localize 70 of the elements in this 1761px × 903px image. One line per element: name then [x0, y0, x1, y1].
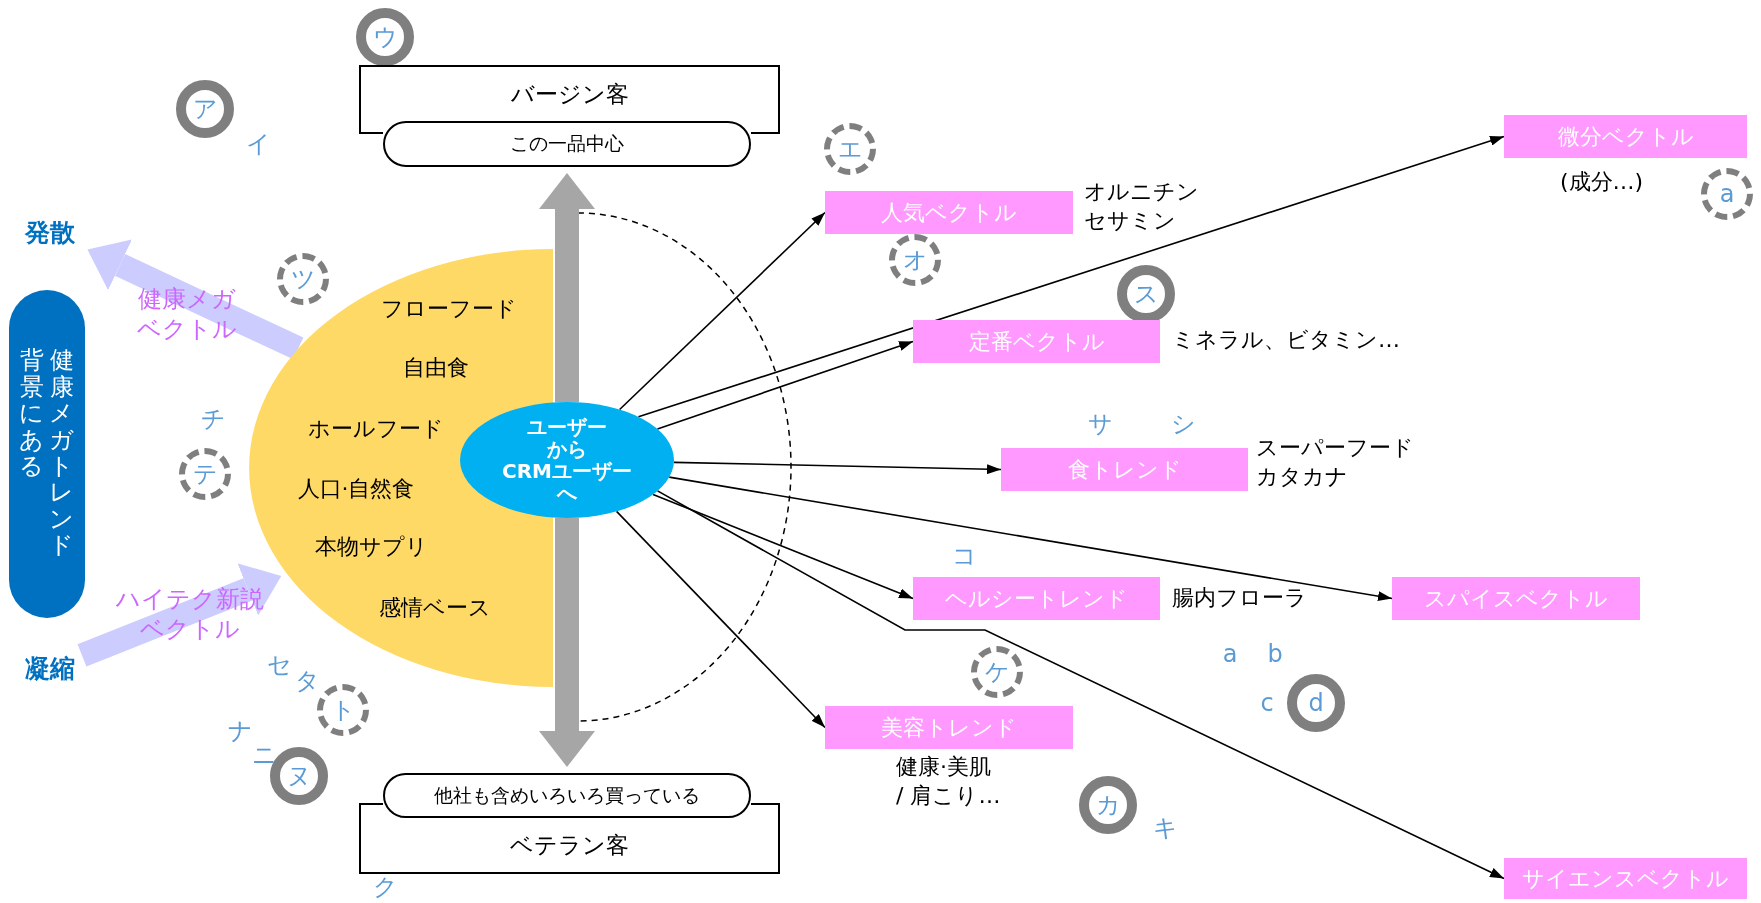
food-label: 自由食 — [403, 354, 469, 382]
callout-circle: ツ — [277, 253, 329, 305]
edge-label: 健康メガベクトル — [136, 284, 238, 344]
callout-letter: ク — [372, 872, 398, 903]
callout-letter: サ — [1087, 409, 1113, 440]
block-arrow — [87, 239, 304, 360]
category-box: 定番ベクトル — [913, 320, 1160, 363]
category-box: ヘルシートレンド — [913, 577, 1160, 620]
category-box: 微分ベクトル — [1504, 115, 1747, 158]
center-label: へ — [557, 482, 577, 504]
center-label: から — [547, 438, 587, 460]
center-label: ユーザー — [527, 416, 607, 438]
rounded-label: 他社も含めいろいろ買っている — [383, 773, 751, 818]
arrow — [615, 510, 826, 729]
callout-letter: タ — [294, 666, 320, 697]
note-text: オルニチンセサミン — [1084, 178, 1200, 235]
note-text: ミネラル、ビタミン… — [1172, 326, 1401, 354]
callout-circle: ア — [176, 80, 234, 138]
edge-label: ハイテク新説ベクトル — [115, 584, 265, 644]
customer-box: バージン客 — [359, 65, 780, 121]
category-box: サイエンスベクトル — [1504, 858, 1747, 899]
food-label: フローフード — [381, 295, 517, 323]
food-label: ホールフード — [308, 415, 444, 443]
block-arrow — [539, 173, 595, 402]
note-text: 健康·美肌 / 肩こり… — [896, 753, 1002, 810]
block-arrow — [77, 563, 282, 667]
arrow — [637, 135, 1505, 418]
arrow — [656, 490, 1505, 880]
callout-letter: イ — [245, 129, 271, 160]
callout-letter: セ — [266, 650, 292, 681]
callout-letter: チ — [200, 404, 226, 435]
arrow — [673, 461, 1002, 475]
note-text: (成分…) — [1560, 168, 1645, 196]
food-label: 感情ベース — [379, 594, 491, 622]
vertical-text: 健康メガトレンド背景にある — [20, 347, 74, 561]
callout-letter: a — [1222, 640, 1238, 668]
category-box: 食トレンド — [1001, 448, 1248, 491]
arrow — [656, 340, 914, 430]
category-box: 人気ベクトル — [825, 191, 1073, 234]
direction-label: 発散 — [18, 216, 82, 248]
callout-circle: カ — [1079, 776, 1137, 834]
category-box: 美容トレンド — [825, 706, 1073, 749]
callout-letter: シ — [1170, 409, 1196, 440]
callout-circle: エ — [824, 123, 876, 175]
callout-circle: ト — [317, 684, 369, 736]
rounded-label: この一品中心 — [383, 121, 751, 167]
callout-letter: キ — [1152, 813, 1178, 844]
note-text: 腸内フローラ — [1172, 584, 1308, 612]
category-box: スパイスベクトル — [1392, 577, 1640, 620]
arrow — [668, 476, 1393, 602]
callout-circle: ウ — [356, 8, 414, 66]
food-label: 本物サプリ — [314, 533, 428, 561]
callout-circle: ケ — [971, 646, 1023, 698]
callout-circle: ス — [1117, 265, 1175, 323]
food-label: 人口·自然食 — [297, 475, 415, 503]
callout-circle: テ — [179, 448, 231, 500]
callout-circle: d — [1287, 674, 1345, 732]
callout-circle: a — [1701, 168, 1753, 220]
callout-letter: c — [1260, 689, 1274, 717]
center-label: CRMユーザー — [502, 460, 632, 482]
callout-letter: ナ — [227, 716, 253, 747]
callout-letter: コ — [951, 541, 977, 572]
arrow — [652, 493, 914, 600]
block-arrow — [539, 518, 595, 767]
direction-label: 凝縮 — [18, 652, 82, 684]
customer-box: ベテラン客 — [359, 818, 780, 874]
callout-letter: b — [1267, 640, 1283, 668]
callout-circle: オ — [889, 234, 941, 286]
arrow — [618, 211, 826, 411]
note-text: スーパーフードカタカナ — [1256, 434, 1415, 491]
